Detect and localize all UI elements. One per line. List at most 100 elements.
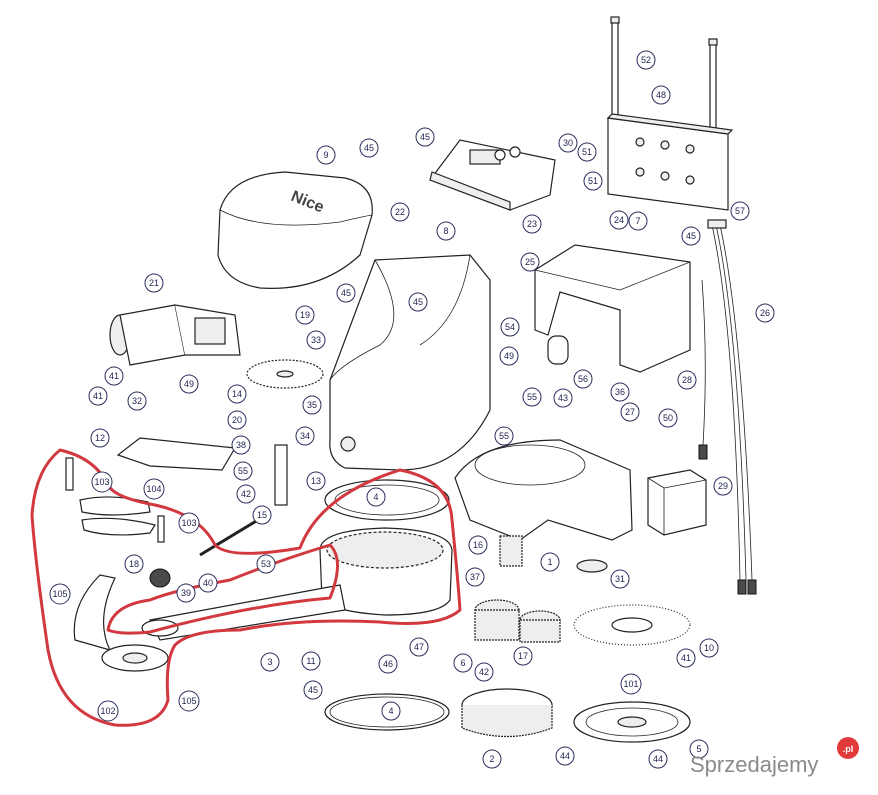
callout-label: 47 xyxy=(414,642,424,652)
callout-bubble xyxy=(295,426,315,446)
callout-bubble xyxy=(303,680,323,700)
callout-45: 45 xyxy=(415,127,435,147)
callout-bubble xyxy=(499,346,519,366)
callout-54: 54 xyxy=(500,317,520,337)
callout-label: 24 xyxy=(614,215,624,225)
callout-bubble xyxy=(681,226,701,246)
callout-label: 104 xyxy=(146,484,161,494)
callout-bubble xyxy=(636,50,656,70)
callout-bubble xyxy=(558,133,578,153)
callout-label: 49 xyxy=(504,351,514,361)
callout-label: 36 xyxy=(615,387,625,397)
callout-label: 28 xyxy=(682,375,692,385)
callout-bubble xyxy=(336,283,356,303)
callout-7: 7 xyxy=(628,211,648,231)
callout-bubble xyxy=(677,370,697,390)
callout-bubble xyxy=(366,487,386,507)
callout-label: 33 xyxy=(311,335,321,345)
callout-bubble xyxy=(302,395,322,415)
callout-50: 50 xyxy=(658,408,678,428)
callout-55: 55 xyxy=(494,426,514,446)
callout-label: 13 xyxy=(311,476,321,486)
callout-label: 45 xyxy=(686,231,696,241)
callout-bubble xyxy=(127,391,147,411)
callout-51: 51 xyxy=(577,142,597,162)
callout-103: 103 xyxy=(91,471,113,493)
callout-label: 6 xyxy=(460,658,465,668)
callout-bubble xyxy=(306,471,326,491)
callout-bubble xyxy=(583,171,603,191)
callout-bubble xyxy=(468,535,488,555)
callout-bubble xyxy=(415,127,435,147)
callout-bubble xyxy=(676,648,696,668)
callout-label: 45 xyxy=(341,288,351,298)
callout-label: 49 xyxy=(184,379,194,389)
callout-27: 27 xyxy=(620,402,640,422)
callout-bubble xyxy=(301,651,321,671)
callout-bubble xyxy=(465,567,485,587)
callout-label: 46 xyxy=(383,659,393,669)
callout-bubble xyxy=(494,426,514,446)
callout-49: 49 xyxy=(179,374,199,394)
callout-label: 41 xyxy=(681,653,691,663)
callout-44: 44 xyxy=(555,746,575,766)
callout-bubble xyxy=(689,739,709,759)
callout-label: 11 xyxy=(306,656,315,666)
callout-label: 9 xyxy=(323,150,328,160)
callout-label: 17 xyxy=(518,651,528,661)
callout-label: 53 xyxy=(261,559,271,569)
callout-105: 105 xyxy=(178,690,200,712)
callout-28: 28 xyxy=(677,370,697,390)
callout-label: 35 xyxy=(307,400,317,410)
callout-label: 50 xyxy=(663,413,673,423)
motor xyxy=(109,304,241,366)
callout-31: 31 xyxy=(610,569,630,589)
top-cover: Nice xyxy=(217,171,373,289)
callout-bubble xyxy=(144,273,164,293)
callout-55: 55 xyxy=(233,461,253,481)
callout-bubble xyxy=(628,211,648,231)
callout-57: 57 xyxy=(730,201,750,221)
lower-gear xyxy=(461,688,553,738)
watermark-text: Sprzedajemy xyxy=(690,752,818,777)
callout-16: 16 xyxy=(468,535,488,555)
callout-14: 14 xyxy=(227,384,247,404)
callout-label: 3 xyxy=(267,657,272,667)
callout-22: 22 xyxy=(390,202,410,222)
callout-45: 45 xyxy=(681,226,701,246)
callout-label: 42 xyxy=(479,667,489,677)
callout-49: 49 xyxy=(499,346,519,366)
callout-label: 51 xyxy=(582,147,592,157)
callout-105: 105 xyxy=(49,583,71,605)
callout-bubble xyxy=(306,330,326,350)
callout-4: 4 xyxy=(366,487,386,507)
callout-label: 105 xyxy=(181,696,196,706)
callout-bubble xyxy=(88,386,108,406)
callout-37: 37 xyxy=(465,567,485,587)
callout-label: 2 xyxy=(489,754,494,764)
callout-bubble xyxy=(236,484,256,504)
bearing xyxy=(576,559,608,573)
callout-label: 38 xyxy=(236,440,246,450)
callout-label: 27 xyxy=(625,407,635,417)
callout-bubble xyxy=(359,138,379,158)
callout-43: 43 xyxy=(553,388,573,408)
callout-8: 8 xyxy=(436,221,456,241)
callout-45: 45 xyxy=(359,138,379,158)
callout-label: 45 xyxy=(420,132,430,142)
callout-bubble xyxy=(540,552,560,572)
callout-label: 37 xyxy=(470,572,480,582)
control-board xyxy=(429,139,556,211)
callout-bubble xyxy=(97,700,119,722)
callout-bubble xyxy=(553,388,573,408)
callout-label: 41 xyxy=(93,391,103,401)
callout-label: 55 xyxy=(238,466,248,476)
callout-11: 11 xyxy=(301,651,321,671)
callout-5: 5 xyxy=(689,739,709,759)
callout-20: 20 xyxy=(227,410,247,430)
callout-29: 29 xyxy=(713,476,733,496)
large-gear xyxy=(246,359,324,389)
callout-bubble xyxy=(295,305,315,325)
callout-47: 47 xyxy=(409,637,429,657)
